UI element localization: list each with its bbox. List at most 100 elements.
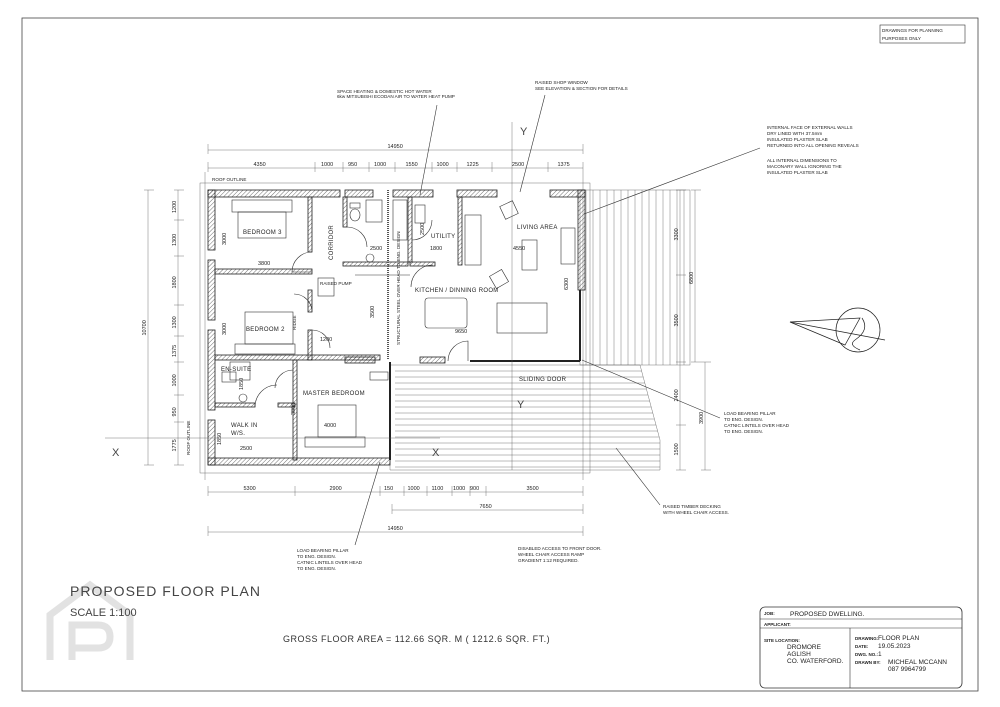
section-y-bottom: Y	[517, 399, 525, 411]
door-swings	[254, 219, 469, 408]
dim-label: 1225	[467, 162, 479, 168]
room-bedroom-2: BEDROOM 2	[246, 327, 285, 333]
svg-text:INSULATED PLASTER SLAB: INSULATED PLASTER SLAB	[767, 170, 828, 175]
svg-text:6kw MITSUBISHI ECODAN AIR TO W: 6kw MITSUBISHI ECODAN AIR TO WATER HEAT …	[337, 94, 455, 99]
dim-label: 1375	[558, 162, 570, 168]
internal-walls	[214, 196, 463, 461]
dim-label: 1500	[674, 443, 680, 455]
dimension-labels: 14950 4350 1000 950 1000 1550 1000 1225 2500 1375…	[142, 144, 705, 532]
dim-label: 1775	[172, 439, 178, 451]
svg-text:3000: 3000	[222, 233, 228, 245]
note-internal-dims: ALL INTERNAL DIMENSIONS TO	[767, 158, 837, 163]
room-kitchen: KITCHEN / DINNING ROOM	[415, 288, 499, 294]
furniture	[221, 199, 576, 448]
svg-text:1800: 1800	[430, 246, 442, 252]
dim-label: 7650	[480, 504, 492, 510]
dim-label: 5300	[244, 486, 256, 492]
drawn-by: MICHEAL MCCANN	[888, 659, 947, 666]
svg-text:DRAWINGS FOR PLANNING: DRAWINGS FOR PLANNING	[882, 28, 943, 33]
room-en-suite: EN-SUITE	[221, 367, 251, 373]
north-arrow-icon	[789, 307, 886, 353]
site-location: DROMORE	[787, 644, 822, 651]
svg-text:CO. WATERFORD.: CO. WATERFORD.	[787, 658, 844, 665]
ridge-label: RIDGE	[292, 315, 297, 330]
svg-text:DATE:: DATE:	[855, 644, 869, 649]
svg-text:INSULATED PLASTER SLAB: INSULATED PLASTER SLAB	[767, 137, 828, 142]
dim-label: 150	[384, 486, 393, 492]
svg-text:TO ENG. DESIGN.: TO ENG. DESIGN.	[297, 566, 336, 571]
svg-text:3800: 3800	[258, 261, 270, 267]
drawing-number: 1	[878, 651, 882, 658]
dim-label: 950	[172, 407, 178, 416]
svg-text:1850: 1850	[217, 433, 223, 445]
svg-text:1850: 1850	[239, 378, 245, 390]
svg-text:1200: 1200	[320, 337, 332, 343]
job-name: PROPOSED DWELLING.	[790, 611, 865, 618]
hot-press-label: RAISED PUMP	[320, 281, 352, 286]
room-walk-in: WALK IN	[231, 423, 258, 429]
dim-label: 3300	[674, 228, 680, 240]
room-bedroom-3: BEDROOM 3	[243, 230, 282, 236]
svg-text:PURPOSES ONLY: PURPOSES ONLY	[882, 36, 921, 41]
dim-label: 10700	[142, 320, 148, 335]
svg-text:MACONARY WALL IGNORING THE: MACONARY WALL IGNORING THE	[767, 164, 842, 169]
dim-label: 1800	[172, 276, 178, 288]
dim-label: 14950	[388, 526, 403, 532]
svg-text:2500: 2500	[420, 223, 426, 235]
dim-label: 3500	[527, 486, 539, 492]
dim-label: 4350	[254, 162, 266, 168]
svg-text:3000: 3000	[222, 323, 228, 335]
dim-label: 1000	[321, 162, 333, 168]
svg-text:SITE LOCATION:: SITE LOCATION:	[764, 638, 800, 643]
dim-label: 1000	[453, 486, 465, 492]
drawn-by-phone: 087 9964799	[888, 666, 926, 673]
section-y-top: Y	[520, 126, 528, 138]
svg-text:2500: 2500	[240, 446, 252, 452]
svg-text:3500: 3500	[370, 306, 376, 318]
dim-label: 1200	[172, 201, 178, 213]
dim-label: 2900	[330, 486, 342, 492]
annotation-notes: SPACE HEATING & DOMESTIC HOT WATER 6kw M…	[297, 80, 859, 571]
note-decking: RAISED TIMBER DECKING	[663, 504, 721, 509]
svg-text:RETURNED INTO ALL OPENING REVE: RETURNED INTO ALL OPENING REVEALS	[767, 143, 859, 148]
section-x-left: X	[112, 447, 120, 459]
drawing-date: 19.05.2023	[878, 643, 911, 650]
svg-text:AGLISH: AGLISH	[787, 651, 811, 658]
dim-label: 2500	[512, 162, 524, 168]
svg-text:WITH WHEEL CHAIR ACCESS.: WITH WHEEL CHAIR ACCESS.	[663, 510, 729, 515]
svg-text:DRY LINED WITH 37.5mm: DRY LINED WITH 37.5mm	[767, 131, 822, 136]
svg-text:2500: 2500	[370, 246, 382, 252]
svg-text:6300: 6300	[564, 278, 570, 290]
svg-text:TO ENG. DESIGN.: TO ENG. DESIGN.	[724, 417, 763, 422]
svg-text:TO ENG. DESIGN.: TO ENG. DESIGN.	[297, 554, 336, 559]
gross-floor-area: GROSS FLOOR AREA = 112.66 SQR. M ( 1212.…	[283, 634, 550, 644]
roof-outline	[199, 182, 591, 474]
planning-note: DRAWINGS FOR PLANNING PURPOSES ONLY	[879, 24, 966, 44]
dim-label: 2400	[674, 389, 680, 401]
svg-text:4550: 4550	[513, 246, 525, 252]
dim-label: 6800	[689, 272, 695, 284]
svg-text:3800: 3800	[291, 403, 297, 415]
room-living-area: LIVING AREA	[517, 225, 558, 231]
note-walls: INTERNAL FACE OF EXTERNAL WALLS	[767, 125, 853, 130]
dim-label: 1000	[437, 162, 449, 168]
dim-label: 3500	[674, 314, 680, 326]
drawing-scale: SCALE 1:100	[70, 607, 137, 619]
roof-outline-label-side: ROOF OUTLINE	[186, 421, 191, 455]
dimension-lines	[144, 144, 711, 536]
svg-text:DRAWN BY:: DRAWN BY:	[855, 660, 881, 665]
svg-text:9650: 9650	[455, 329, 467, 335]
room-walk-in-2: W/S.	[231, 431, 245, 437]
steel-note: STRUCTURAL STEEL OVER HEAD TO ENG. DESIG…	[396, 231, 401, 345]
watermark-logo	[46, 580, 134, 660]
roof-outline-label: ROOF OUTLINE	[212, 177, 246, 182]
dim-label: 1550	[406, 162, 418, 168]
svg-text:TO ENG. DESIGN.: TO ENG. DESIGN.	[724, 429, 763, 434]
svg-text:SEE ELEVATION & SECTION FOR DE: SEE ELEVATION & SECTION FOR DETAILS	[535, 86, 628, 91]
dim-label: 1300	[172, 234, 178, 246]
dim-label: 900	[470, 486, 479, 492]
svg-text:WHEEL CHAIR ACCESS RAMP: WHEEL CHAIR ACCESS RAMP	[518, 552, 584, 557]
dim-label: 1000	[408, 486, 420, 492]
svg-text:DWG. NO.:: DWG. NO.:	[855, 652, 878, 657]
note-access: DISABLED ACCESS TO FRONT DOOR.	[518, 546, 601, 551]
